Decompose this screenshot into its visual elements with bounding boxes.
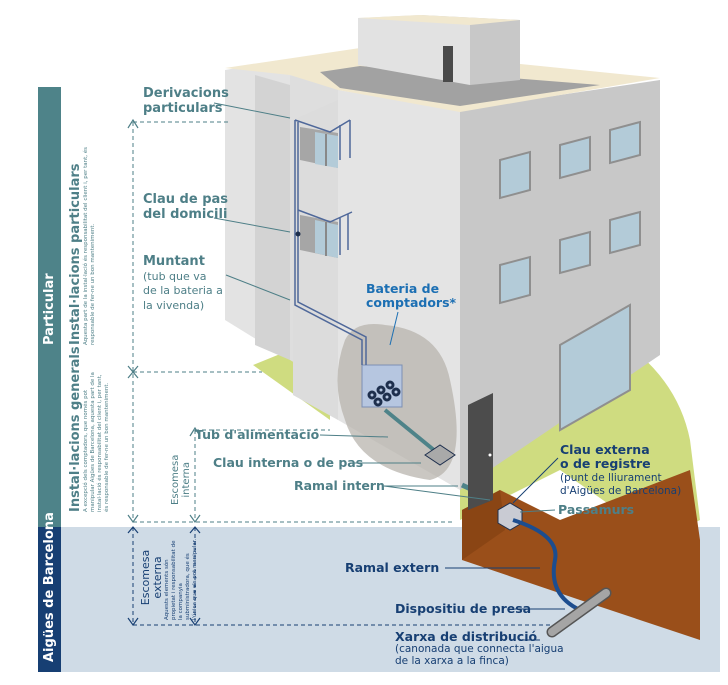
label-passamurs: Passamurs: [558, 502, 635, 517]
entrance-door: [468, 393, 493, 510]
home-valve-icon: [295, 231, 301, 237]
riser-pipe: [294, 119, 367, 365]
section-particulars-body: Aquesta part de la instal·lació és respo…: [83, 146, 96, 345]
label-xarxa: Xarxa de distribució (canonada que conne…: [395, 629, 564, 667]
section-escomesa-externa: Escomesa externa Aquests elements són pr…: [139, 538, 198, 620]
roof-structure: [358, 15, 470, 85]
band-particular: [38, 87, 61, 527]
section-generals-title: Instal·lacions generals: [68, 346, 83, 512]
section-generals-body: A excepció dels comptadors, que només po…: [83, 372, 110, 512]
window: [300, 215, 338, 258]
section-particulars: Instal·lacions particulars Aquesta part …: [68, 120, 97, 345]
supply-pipe: [383, 408, 442, 457]
distribution-main: [548, 589, 610, 636]
label-ramal-extern: Ramal extern: [345, 560, 440, 575]
label-dispositiu: Dispositiu de presa: [395, 601, 532, 616]
band-aigues: [38, 527, 61, 672]
band-label-particular: Particular: [42, 273, 57, 345]
meters-icon: [367, 380, 401, 407]
external-branch-pipe: [512, 518, 581, 612]
section-particulars-title: Instal·lacions particulars: [68, 163, 83, 345]
dimension-lines: [132, 121, 455, 523]
side-windows: [499, 120, 641, 432]
label-muntant: Muntant (tub que va de la bateria a la v…: [143, 254, 223, 312]
label-bateria: Bateria de comptadors*: [366, 281, 457, 311]
section-generals: Instal·lacions generals A excepció dels …: [68, 346, 111, 512]
window: [300, 127, 338, 168]
label-derivacions: Derivacions particulars: [143, 86, 229, 116]
label-clau-interna: Clau interna o de pas: [213, 455, 364, 470]
label-clau-domicili: Clau de pas del domicili: [143, 192, 229, 222]
label-ramal-intern: Ramal intern: [294, 478, 385, 493]
roof: [320, 66, 600, 106]
dimension-ticks: [127, 118, 201, 524]
leader-arrows: [213, 102, 556, 513]
label-tub-alimentacio: Tub d'alimentació: [195, 427, 320, 442]
section-escomesa-interna: Escomesa interna: [170, 454, 192, 505]
roof-door: [443, 46, 453, 82]
label-clau-externa: Clau externa o de registre (punt de lliu…: [560, 442, 682, 498]
band-label-aigues: Aigües de Barcelona: [42, 512, 57, 662]
internal-valve: [424, 444, 456, 466]
